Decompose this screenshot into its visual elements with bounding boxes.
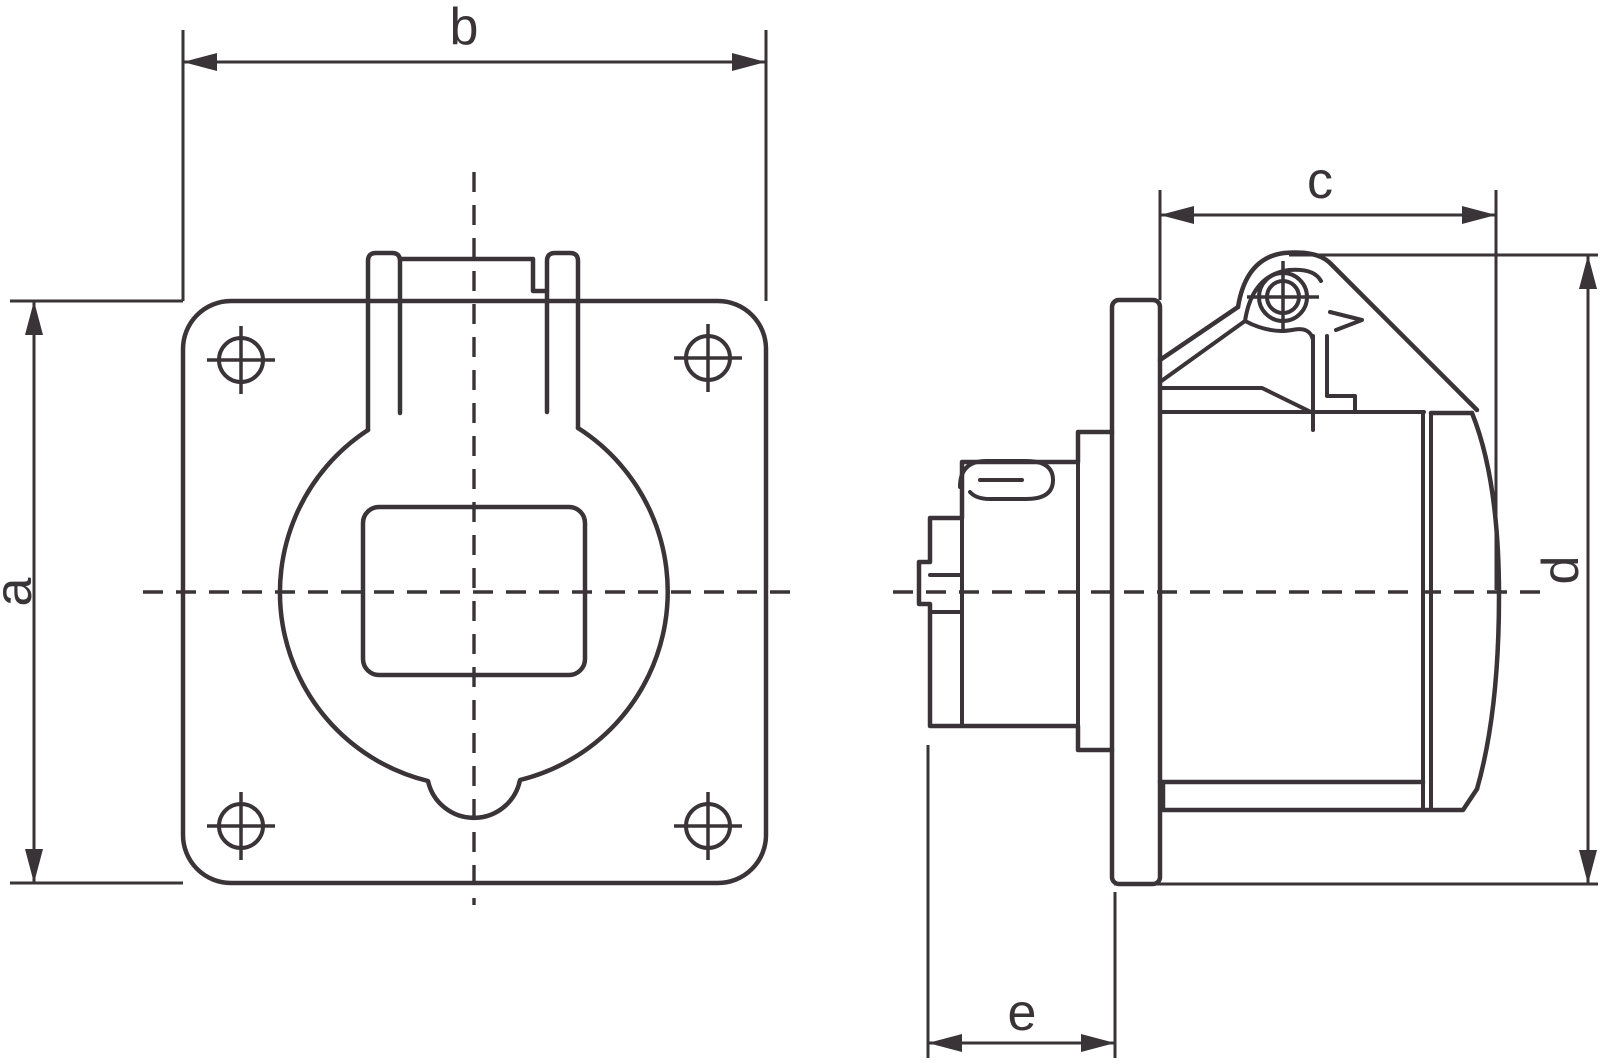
mounting-hole-bottom-right: [674, 792, 742, 860]
dimension-b-label: b: [450, 0, 479, 56]
mounting-hole-top-left: [207, 326, 275, 394]
hinge-strap: [1311, 334, 1357, 432]
dimension-b-arrow-right: [732, 53, 766, 71]
dimension-c-arrow-left: [1160, 206, 1194, 224]
cover-slant-right: [1328, 261, 1480, 413]
dimension-e-arrow-right: [1081, 1034, 1115, 1052]
body-top-edges: [1158, 386, 1426, 415]
socket-cover-front: [277, 250, 670, 821]
dimension-e: e: [926, 745, 1117, 1058]
cover-slant-left: [1157, 304, 1241, 363]
dimension-a-arrow-top: [25, 301, 43, 335]
dimension-c: c: [1158, 152, 1498, 590]
dimension-b: b: [181, 0, 768, 301]
dimension-d-extension-lines: [1114, 253, 1598, 886]
dimension-d: d: [1114, 253, 1598, 886]
cover-lip-detail: [1328, 310, 1364, 332]
dimension-a-extension-lines: [10, 299, 183, 885]
side-view: [893, 250, 1552, 887]
cable-clip: [958, 459, 1055, 501]
dimension-c-arrow-right: [1462, 206, 1496, 224]
front-face-bulge: [1469, 410, 1502, 792]
hinge-lobe: [1235, 250, 1334, 310]
cover-circle-with-notch: [277, 425, 670, 821]
dimension-a-arrow-bottom: [25, 849, 43, 883]
dimension-c-label: c: [1307, 152, 1333, 210]
dimension-d-arrow-top: [1579, 255, 1597, 289]
dimension-b-arrow-left: [183, 53, 217, 71]
mounting-hole-top-right: [674, 324, 742, 392]
dimension-e-arrow-left: [928, 1034, 962, 1052]
hinge-bar: [397, 256, 550, 294]
mounting-hole-bottom-left: [207, 792, 275, 860]
cover-recess: [360, 504, 588, 678]
dimension-a-label: a: [0, 577, 43, 606]
dimension-c-extension-lines: [1158, 190, 1498, 590]
dimension-a: a: [0, 299, 183, 885]
front-view: [143, 172, 800, 905]
dimension-d-label: d: [1532, 556, 1590, 585]
front-flange-plate: [180, 298, 769, 886]
hinge-tab-left: [365, 250, 403, 433]
body-bottom-edges: [1157, 779, 1480, 813]
hinge-tab-right: [544, 250, 581, 431]
dimension-d-arrow-bottom: [1579, 850, 1597, 884]
front-ring-edges: [1421, 411, 1433, 812]
dimension-e-extension-lines: [926, 745, 1117, 1058]
hinge-screw: [1247, 261, 1319, 333]
rear-body-step-lines: [928, 460, 1080, 728]
hinge-under-screw-curve: [1243, 319, 1315, 342]
dimension-e-label: e: [1008, 984, 1037, 1042]
cover-slant-left-inner: [1158, 319, 1247, 384]
dimension-b-extension-lines: [181, 30, 768, 301]
